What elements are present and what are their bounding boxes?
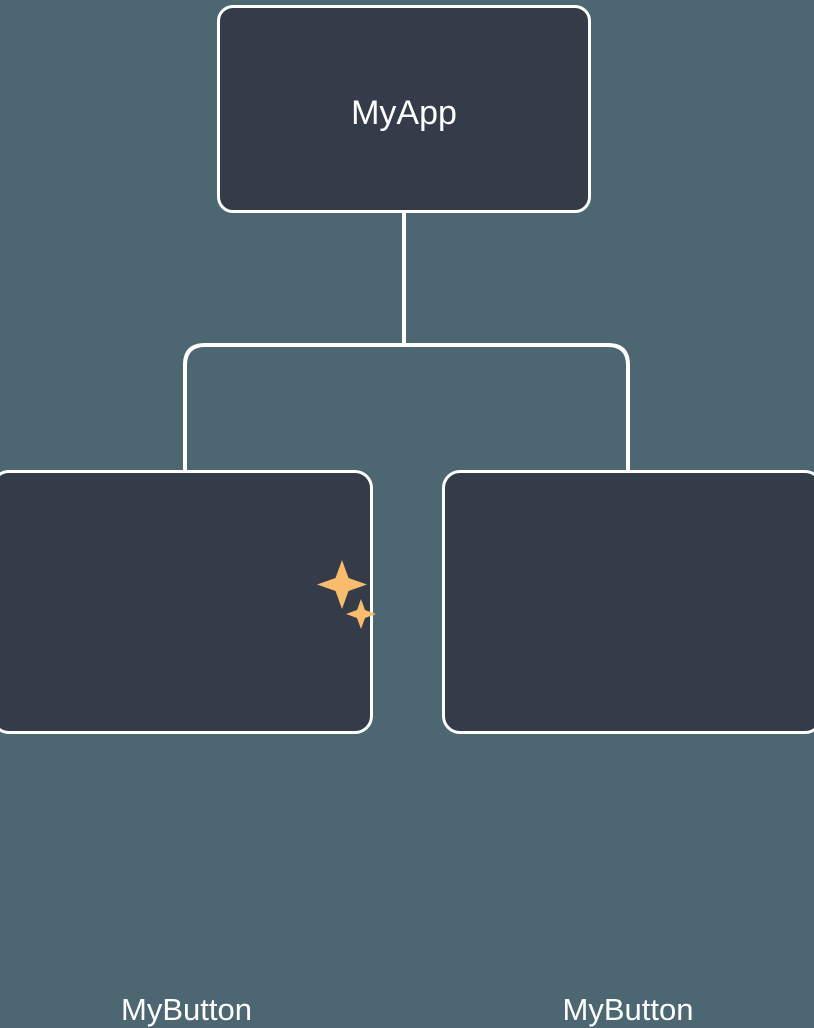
connector-branch-bus: [183, 343, 630, 470]
sparkle-group: [317, 560, 376, 629]
sparkle-large-icon: [317, 560, 367, 609]
node-mybutton-left-label: MyButton: [121, 992, 252, 1027]
node-myapp-label: MyApp: [351, 94, 457, 132]
sparkle-small-icon: [346, 599, 376, 629]
node-mybutton-right[interactable]: MyButton: [442, 470, 814, 1027]
diagram-canvas: MyApp MyButton count 1 MyButton count 0: [0, 5, 814, 1027]
node-myapp[interactable]: MyApp: [217, 5, 591, 213]
node-mybutton-right-label: MyButton: [562, 992, 694, 1027]
node-mybutton-left[interactable]: MyButton: [0, 470, 373, 1027]
